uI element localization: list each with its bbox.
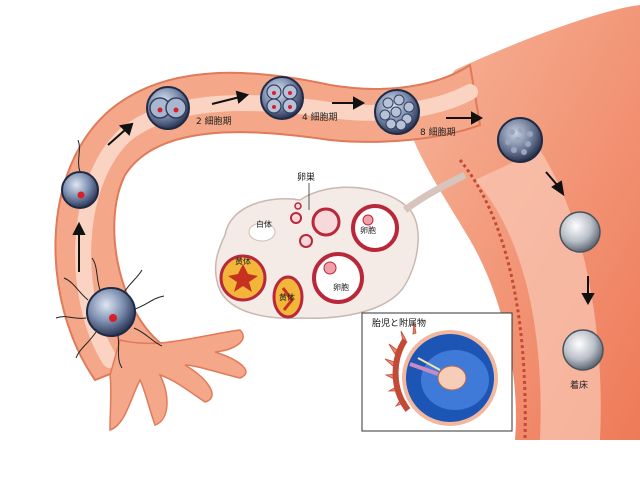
implanting-embryo [562, 329, 604, 371]
label-corpus-albicans: 白体 [256, 219, 272, 229]
arrow-3 [211, 90, 250, 105]
arrow-2 [107, 122, 134, 146]
blastocyst [559, 211, 601, 253]
inset-umbilical-cord [409, 362, 439, 376]
inset-title: 胎児と附属物 [372, 317, 426, 329]
label-follicle-2: 卵胞 [333, 282, 349, 292]
label-corpus-luteum-1: 黄体 [235, 256, 251, 266]
inset-embryo [437, 365, 467, 391]
label-four-cell: 4 細胞期 [302, 111, 338, 123]
label-implantation: 着床 [570, 379, 588, 391]
corpus-albicans [248, 222, 276, 242]
arrow-1 [72, 221, 86, 272]
label-corpus-luteum-2: 黄体 [279, 292, 295, 302]
arrow-6 [545, 171, 565, 197]
arrow-4 [332, 96, 366, 110]
inset-fetus-panel: 胎児と附属物 [361, 312, 513, 432]
label-ovary: 卵巣 [297, 171, 315, 183]
four-cell-embryo [260, 76, 304, 120]
follicle-small-4 [294, 202, 302, 210]
follicle-large [312, 252, 364, 304]
ovary [214, 171, 467, 319]
eight-cell-embryo [374, 89, 420, 135]
follicle-small-2 [299, 234, 313, 248]
fallopian-tube [54, 63, 482, 382]
follicle-large-oocyte [323, 261, 337, 275]
arrow-7 [581, 276, 595, 306]
progression-arrows [72, 90, 595, 306]
follicle-medium-oocyte [362, 214, 374, 226]
fimbriae [109, 329, 247, 432]
two-cell-embryo [146, 86, 190, 130]
morula [497, 117, 543, 163]
follicle-small-1 [311, 207, 341, 237]
follicle-small-3 [290, 212, 302, 224]
label-eight-cell: 8 細胞期 [420, 126, 456, 138]
arrow-5 [446, 111, 484, 125]
zygote [61, 139, 99, 209]
fertilization-egg [55, 257, 165, 369]
label-follicle-1: 卵胞 [360, 225, 376, 235]
label-two-cell: 2 細胞期 [196, 115, 232, 127]
